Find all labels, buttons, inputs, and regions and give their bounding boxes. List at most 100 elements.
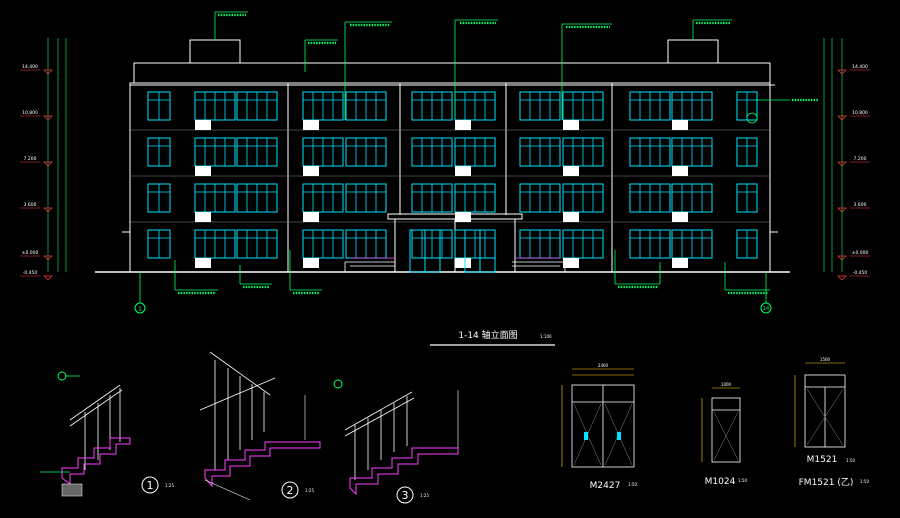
window bbox=[411, 183, 453, 213]
window bbox=[454, 183, 496, 213]
level-marks-left: 14.400 10.800 7.200 3.600 ±0.000 -0.450 bbox=[20, 64, 53, 281]
door-m1024: 1000 M1024 1:50 bbox=[701, 382, 747, 487]
main-entrance bbox=[409, 229, 496, 273]
window bbox=[671, 183, 713, 213]
window bbox=[302, 91, 344, 121]
window bbox=[736, 91, 758, 121]
window bbox=[736, 137, 758, 167]
door-m1024-label: M1024 bbox=[705, 477, 736, 487]
balcony-block bbox=[563, 166, 579, 176]
door-m1521-scale: 1:50 bbox=[846, 458, 855, 463]
window bbox=[302, 229, 344, 259]
balcony-block bbox=[672, 212, 688, 222]
balcony-markers bbox=[195, 120, 688, 268]
balcony-block bbox=[563, 258, 579, 268]
balcony-block bbox=[455, 120, 471, 130]
level-label: 14.400 bbox=[852, 64, 868, 70]
window bbox=[236, 229, 278, 259]
door-m1521-label: M1521 bbox=[807, 455, 838, 465]
level-mark: ±0.000 bbox=[837, 250, 870, 261]
window bbox=[562, 229, 604, 259]
window-grid bbox=[147, 91, 758, 259]
axis-label-right: 14 bbox=[763, 306, 769, 312]
balcony-block bbox=[672, 166, 688, 176]
building-elevation bbox=[95, 39, 790, 273]
window bbox=[147, 183, 171, 213]
window bbox=[194, 183, 236, 213]
stair-detail-3: 3 1:25 bbox=[333, 379, 459, 504]
window bbox=[302, 183, 344, 213]
balcony-block bbox=[303, 120, 319, 130]
elevation-title: 1-14 轴立面图 bbox=[458, 329, 517, 341]
level-label: 3.600 bbox=[24, 202, 37, 208]
detail-3-scale: 1:25 bbox=[420, 493, 429, 498]
door-fm1521-scale: 1:50 bbox=[860, 479, 869, 484]
window bbox=[345, 183, 387, 213]
window bbox=[562, 137, 604, 167]
level-label: 7.200 bbox=[854, 156, 867, 162]
window bbox=[629, 229, 671, 259]
balcony-block bbox=[563, 212, 579, 222]
window bbox=[454, 229, 496, 259]
window bbox=[454, 91, 496, 121]
axis-label-left: 1 bbox=[138, 306, 142, 313]
door-m1024-width: 1000 bbox=[721, 382, 732, 387]
detail-3-number: 3 bbox=[402, 489, 409, 502]
level-label: ±0.000 bbox=[22, 250, 39, 256]
balcony-block bbox=[195, 166, 211, 176]
level-mark: -0.450 bbox=[20, 270, 53, 281]
window bbox=[671, 91, 713, 121]
level-mark: 14.400 bbox=[20, 64, 53, 75]
leader-lines bbox=[174, 11, 790, 291]
balcony-block bbox=[672, 258, 688, 268]
level-label: 7.200 bbox=[24, 156, 37, 162]
balcony-block bbox=[455, 258, 471, 268]
window bbox=[236, 183, 278, 213]
window bbox=[562, 91, 604, 121]
level-mark: 3.600 bbox=[20, 202, 53, 213]
window bbox=[345, 91, 387, 121]
balcony-block bbox=[303, 166, 319, 176]
balcony-block bbox=[195, 120, 211, 130]
annotation-text-marks bbox=[178, 13, 818, 295]
window bbox=[147, 229, 171, 259]
window bbox=[411, 91, 453, 121]
balcony-block bbox=[303, 212, 319, 222]
window bbox=[411, 137, 453, 167]
window bbox=[194, 137, 236, 167]
window bbox=[147, 137, 171, 167]
level-label: ±0.000 bbox=[852, 250, 869, 256]
level-mark: -0.450 bbox=[837, 270, 870, 281]
stair-detail-1: 1 1:25 bbox=[40, 371, 174, 497]
door-m1521: 1500 M1521 1:50 FM1521 (乙) 1:50 bbox=[794, 357, 869, 488]
window bbox=[345, 137, 387, 167]
detail-2-number: 2 bbox=[287, 484, 294, 497]
window bbox=[411, 229, 453, 259]
balcony-block bbox=[455, 166, 471, 176]
axis-markers: 1 14 bbox=[134, 272, 772, 314]
balcony-block bbox=[672, 120, 688, 130]
window bbox=[562, 183, 604, 213]
level-label: 10.800 bbox=[22, 110, 38, 116]
window bbox=[519, 229, 561, 259]
window bbox=[454, 137, 496, 167]
balcony-block bbox=[563, 120, 579, 130]
window bbox=[629, 137, 671, 167]
window bbox=[629, 183, 671, 213]
window bbox=[236, 137, 278, 167]
level-mark: 10.800 bbox=[20, 110, 53, 121]
level-label: -0.450 bbox=[23, 270, 38, 276]
door-fm1521-label: FM1521 (乙) bbox=[799, 477, 854, 488]
entrance-steps bbox=[344, 257, 566, 272]
window bbox=[302, 137, 344, 167]
door-m2427: 2400 M2427 1:50 bbox=[561, 363, 637, 491]
window bbox=[519, 183, 561, 213]
detail-2-scale: 1:25 bbox=[305, 488, 314, 493]
detail-1-scale: 1:25 bbox=[165, 483, 174, 488]
level-mark: 14.400 bbox=[837, 64, 870, 75]
window bbox=[629, 91, 671, 121]
window bbox=[236, 91, 278, 121]
door-m2427-scale: 1:50 bbox=[628, 482, 637, 487]
window bbox=[194, 91, 236, 121]
window bbox=[736, 229, 758, 259]
